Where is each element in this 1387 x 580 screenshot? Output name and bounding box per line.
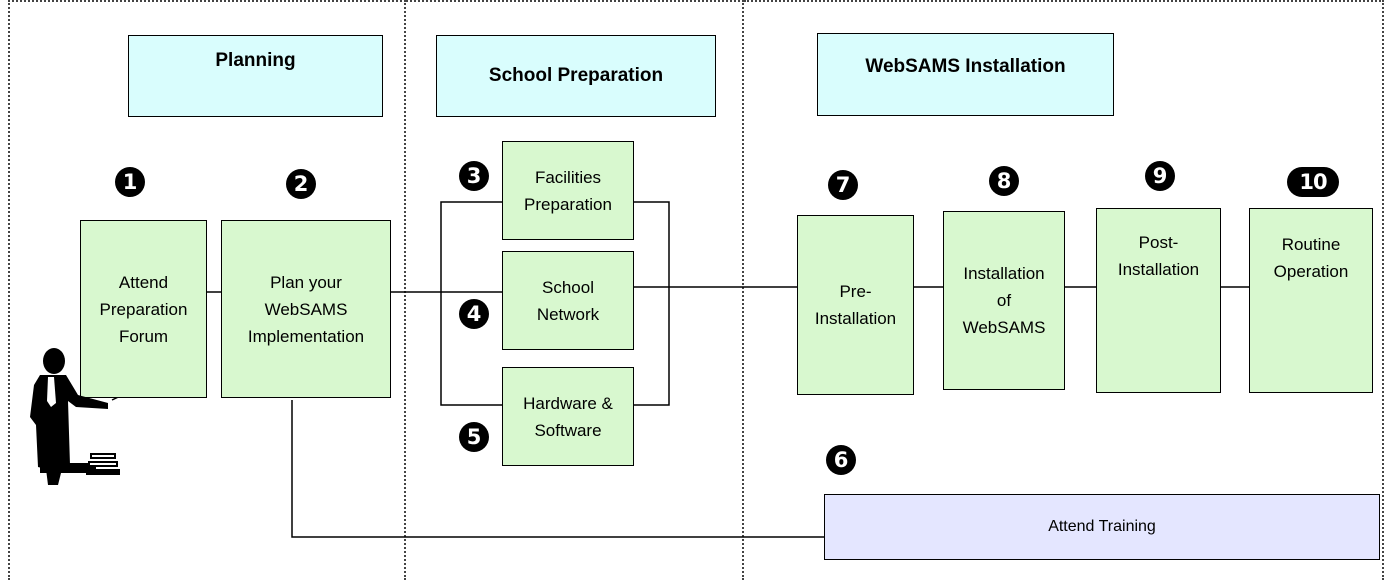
step-number-10: 10 — [1287, 167, 1339, 197]
step-number-8: 8 — [989, 166, 1019, 196]
step-number-7: 7 — [828, 170, 858, 200]
step-number-9: 9 — [1145, 161, 1175, 191]
step-facilities-preparation: Facilities Preparation — [502, 141, 634, 240]
planning-header: Planning — [128, 35, 383, 117]
school-preparation-header: School Preparation — [436, 35, 716, 117]
step-routine-operation: Routine Operation — [1249, 208, 1373, 393]
school-preparation-panel — [406, 0, 744, 580]
step-number-5: 5 — [459, 422, 489, 452]
step-installation-of-websams: Installation of WebSAMS — [943, 211, 1065, 390]
websams-installation-header: WebSAMS Installation — [817, 33, 1114, 116]
school-preparation-header-label: School Preparation — [488, 65, 664, 86]
step-hardware-software: Hardware & Software — [502, 367, 634, 466]
planning-header-label: Planning — [215, 50, 296, 71]
step-number-2: 2 — [286, 169, 316, 199]
step-plan-websams-implementation: Plan your WebSAMS Implementation — [221, 220, 391, 398]
step-pre-installation: Pre- Installation — [797, 215, 914, 395]
websams-installation-header-label: WebSAMS Installation — [865, 56, 1066, 77]
step-number-6: 6 — [826, 445, 856, 475]
step-attend-training: Attend Training — [824, 494, 1380, 560]
planning-panel — [8, 0, 406, 580]
step-attend-preparation-forum: Attend Preparation Forum — [80, 220, 207, 398]
step-number-1: 1 — [115, 167, 145, 197]
step-number-3: 3 — [459, 161, 489, 191]
websams-installation-panel — [744, 0, 1384, 580]
presenter-figure-icon — [30, 348, 120, 485]
step-post-installation: Post- Installation — [1096, 208, 1221, 393]
step-school-network: School Network — [502, 251, 634, 350]
step-number-4: 4 — [459, 299, 489, 329]
